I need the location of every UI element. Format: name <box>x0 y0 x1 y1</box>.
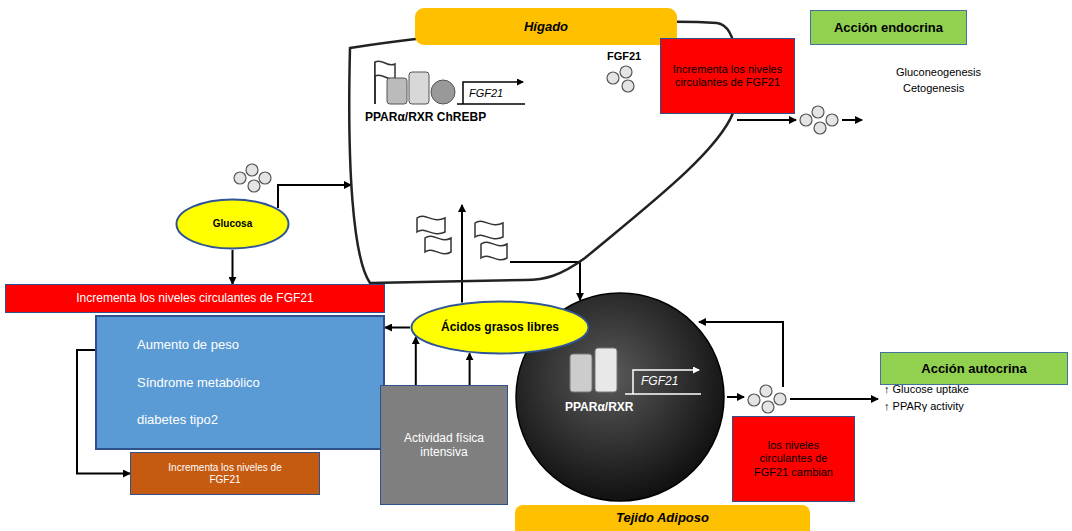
node-content: Incrementa los niveles circulantes de FG… <box>661 63 794 89</box>
node-content: Incrementa los niveles circulantes de FG… <box>6 291 384 305</box>
node-content: Actividad física intensiva <box>381 431 507 460</box>
node-content: Ácidos grasos libres <box>410 320 590 334</box>
node-content: los niveles circulantes de FGF21 cambian <box>733 439 854 479</box>
node-text: PPARα/RXR <box>565 400 634 414</box>
node-text: Incrementa los niveles de FGF21 <box>161 462 289 486</box>
effect-box: Incrementa los niveles circulantes de FG… <box>5 284 385 313</box>
node-text: Síndrome metabólico <box>137 375 371 391</box>
fgf21-molecules <box>800 106 838 134</box>
node-text: Incrementa los niveles circulantes de FG… <box>669 63 786 89</box>
node-text: Aumento de peso <box>137 337 371 353</box>
node-text: Glucosa <box>189 218 276 230</box>
node-text: diabetes tipo2 <box>137 412 371 428</box>
fgf21-molecules <box>748 385 786 413</box>
node-text: Tejido Adiposo <box>515 510 810 526</box>
node-text: FGF21 <box>607 50 641 62</box>
node-content: Acción autocrina <box>881 361 1067 377</box>
stimulus-box: Actividad física intensiva <box>380 385 508 505</box>
node-content: Incrementa los niveles de FGF21 <box>131 462 319 486</box>
effect-label: Cetogenesis <box>903 82 964 95</box>
arrow-connector <box>415 337 417 385</box>
arrow-connector <box>469 353 471 385</box>
organ-title-band: Hígado <box>415 8 677 45</box>
action-box: Acción autocrina <box>880 352 1068 385</box>
node-content: Hígado <box>415 19 677 35</box>
node-content: Acción endocrina <box>811 20 966 36</box>
node-content: Aumento de pesoSíndrome metabólico diabet… <box>97 337 383 428</box>
input-ellipse: Glucosa <box>175 198 290 250</box>
node-text: Incrementa los niveles circulantes de FG… <box>6 291 384 305</box>
node-content: Tejido Adiposo <box>515 510 810 526</box>
node-text: Hígado <box>415 19 677 35</box>
arrow-connector <box>232 250 234 284</box>
organ-title-band: Tejido Adiposo <box>515 505 810 531</box>
node-text: Actividad física intensiva <box>395 431 493 460</box>
glucose-molecules <box>234 164 271 192</box>
fgf21-release-adipose <box>699 322 878 399</box>
node-text: FGF21 <box>641 374 678 388</box>
node-text: los niveles circulantes de FGF21 cambian <box>741 439 846 479</box>
arrow-connector <box>385 327 410 329</box>
effect-box: Incrementa los niveles circulantes de FG… <box>660 38 795 114</box>
effect-box: los niveles circulantes de FGF21 cambian <box>732 416 855 502</box>
effect-label: Gluconeogenesis <box>896 66 981 79</box>
arrow-connector <box>278 185 351 208</box>
input-ellipse: Ácidos grasos libres <box>410 300 590 355</box>
condition-box: Aumento de pesoSíndrome metabólico diabet… <box>95 315 385 450</box>
effect-label: ↑ PPARγ activity <box>884 400 964 413</box>
node-text: Ácidos grasos libres <box>428 320 572 334</box>
node-content: Glucosa <box>175 218 290 230</box>
arrow-connector <box>461 205 463 303</box>
node-text: FGF21 <box>469 87 503 99</box>
effect-box: Incrementa los niveles de FGF21 <box>130 452 320 495</box>
action-box: Acción endocrina <box>810 10 967 45</box>
node-text: PPARα/RXR ChREBP <box>365 110 486 124</box>
node-text: Acción endocrina <box>811 20 966 36</box>
node-text: Acción autocrina <box>881 361 1067 377</box>
